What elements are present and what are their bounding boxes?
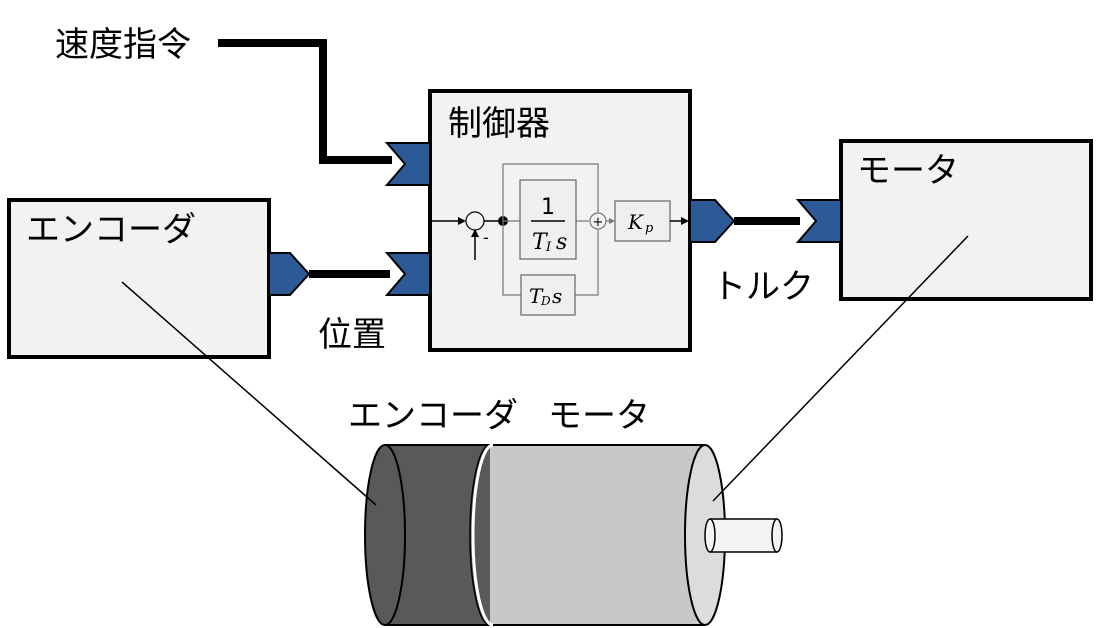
speed-command-label: 速度指令 (55, 25, 191, 65)
error-sum-minus: - (483, 228, 489, 247)
controller-position-connector (384, 252, 431, 296)
derivative-block (520, 274, 576, 316)
motor-box (839, 139, 1093, 301)
encoder-box-title: エンコーダ (26, 210, 196, 250)
motor-body (490, 445, 705, 625)
encoder-output-connector (268, 252, 311, 296)
derivative-sub-D: D (540, 294, 551, 308)
proportional-branch-line (502, 163, 599, 221)
integral-T: T (532, 230, 549, 255)
derivative-T: T (529, 284, 544, 308)
integral-numerator: 1 (541, 195, 555, 220)
motor-input-connector (795, 199, 842, 243)
encoder-motor-seam (469, 444, 491, 626)
derivative-s: s (552, 284, 562, 308)
speed-command-line (218, 39, 392, 164)
integral-s: s (556, 230, 567, 255)
gain-K: K (627, 210, 644, 234)
shaft (710, 519, 777, 552)
encoder-body (385, 445, 490, 625)
controller-speed-connector (384, 142, 431, 186)
controller-output-connector (689, 199, 736, 243)
gain-out-arrow (681, 217, 689, 225)
motor-box-title: モータ (857, 151, 959, 191)
sum-to-gain-arrow (609, 218, 615, 224)
pid-input-arrow (458, 217, 466, 225)
device-encoder-label: エンコーダ (348, 396, 518, 436)
error-sum-junction (465, 211, 485, 231)
encoder-motor-seam-highlight (471, 443, 494, 627)
shaft-base (704, 518, 716, 553)
encoder-box (7, 198, 271, 359)
shaft-tip (771, 518, 783, 553)
controller-title: 制御器 (448, 104, 550, 144)
encoder-back-face (364, 444, 406, 626)
torque-label: トルク (712, 267, 814, 307)
gain-sub-p: p (645, 221, 654, 236)
encoder-leader-line (121, 281, 377, 506)
integral-sub-I: I (545, 240, 552, 255)
feedback-arrow (471, 229, 479, 237)
motor-leader-line (712, 235, 969, 502)
integral-block (519, 179, 577, 260)
device-motor-label: モータ (548, 396, 650, 436)
pid-sum-plus: + (593, 215, 604, 230)
position-label: 位置 (318, 315, 386, 355)
